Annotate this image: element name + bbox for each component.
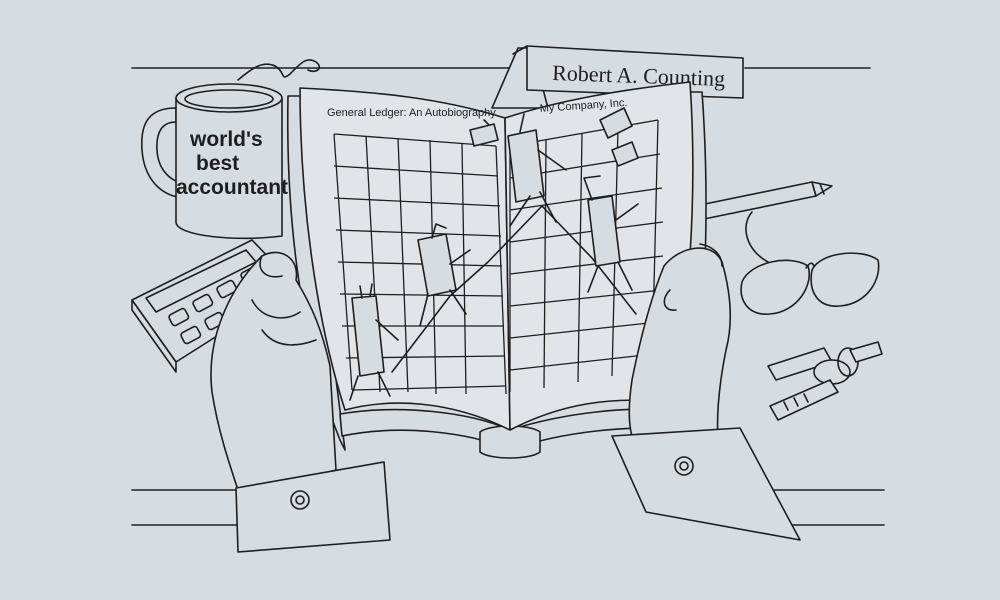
left-cufflink [290, 490, 310, 510]
mug-text-line2: best [196, 152, 239, 175]
pencil [699, 181, 833, 220]
coffee-mug: world's best accountant [140, 83, 288, 240]
mug-text-line1: world's [189, 128, 263, 151]
left-hand [210, 251, 391, 553]
ledger-grid-right [509, 119, 664, 392]
mug-text-line3: accountant [176, 176, 288, 199]
popup-figures [349, 107, 639, 401]
right-hand [611, 243, 801, 541]
right-cufflink [674, 456, 694, 476]
book-left-title: General Ledger: An Autobiography [327, 107, 496, 119]
nameplate-name: Robert A. Counting [552, 60, 726, 91]
eyeglasses [740, 211, 880, 315]
squiggle-doodle [237, 59, 321, 81]
keys [767, 341, 883, 421]
ledger-line-graph [391, 205, 637, 373]
